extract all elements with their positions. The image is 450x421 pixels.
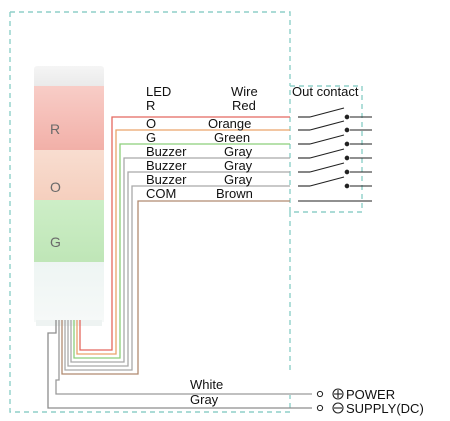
terminal-dot-power bbox=[316, 390, 324, 398]
lamp-green-tier bbox=[34, 200, 104, 262]
wire-gray-3 bbox=[64, 185, 290, 371]
row-led-com: COM bbox=[146, 186, 176, 201]
row-wire-orange: Orange bbox=[208, 116, 251, 131]
row-led-r: R bbox=[146, 98, 155, 113]
power-supply: White Gray POWER SUPPLY(DC) bbox=[190, 377, 424, 416]
wire-orange bbox=[76, 129, 290, 355]
wire-green bbox=[73, 143, 290, 359]
white-wire-label: White bbox=[190, 377, 223, 392]
row-wire-gray-1: Gray bbox=[224, 144, 253, 159]
row-led-buzzer-1: Buzzer bbox=[146, 144, 187, 159]
lamp-label-g: G bbox=[50, 234, 61, 250]
wire-gray-2 bbox=[67, 171, 290, 367]
row-led-buzzer-2: Buzzer bbox=[146, 158, 187, 173]
wire-gray-supply bbox=[47, 320, 312, 409]
minus-icon bbox=[332, 402, 344, 414]
supply-label: SUPPLY(DC) bbox=[346, 401, 424, 416]
row-led-buzzer-3: Buzzer bbox=[146, 172, 187, 187]
out-contact-switches bbox=[298, 107, 372, 202]
header-led: LED bbox=[146, 84, 171, 99]
wire-gray-1 bbox=[70, 157, 290, 363]
wire-brown bbox=[61, 200, 290, 375]
wire-table: LED Wire Out contact R Red O Orange G Gr… bbox=[146, 84, 359, 201]
wire-bundle bbox=[47, 116, 312, 409]
row-wire-red: Red bbox=[232, 98, 256, 113]
lamp-red-tier bbox=[34, 86, 104, 150]
gray-wire-label: Gray bbox=[190, 392, 219, 407]
row-led-o: O bbox=[146, 116, 156, 131]
wire-white bbox=[55, 320, 312, 395]
lamp-base bbox=[34, 262, 104, 322]
plus-icon bbox=[332, 388, 344, 400]
header-wire: Wire bbox=[231, 84, 258, 99]
lamp-orange-tier bbox=[34, 150, 104, 200]
row-wire-brown: Brown bbox=[216, 186, 253, 201]
lamp-label-r: R bbox=[50, 121, 60, 137]
dashed-outline bbox=[9, 11, 363, 413]
power-label: POWER bbox=[346, 387, 395, 402]
wire-red bbox=[79, 116, 290, 351]
header-out-contact: Out contact bbox=[292, 84, 359, 99]
row-wire-gray-3: Gray bbox=[224, 172, 253, 187]
row-wire-gray-2: Gray bbox=[224, 158, 253, 173]
lamp-label-o: O bbox=[50, 179, 61, 195]
terminal-dot-supply bbox=[316, 404, 324, 412]
row-wire-green: Green bbox=[214, 130, 250, 145]
signal-tower-lamp: R O G bbox=[34, 66, 104, 326]
row-led-g: G bbox=[146, 130, 156, 145]
